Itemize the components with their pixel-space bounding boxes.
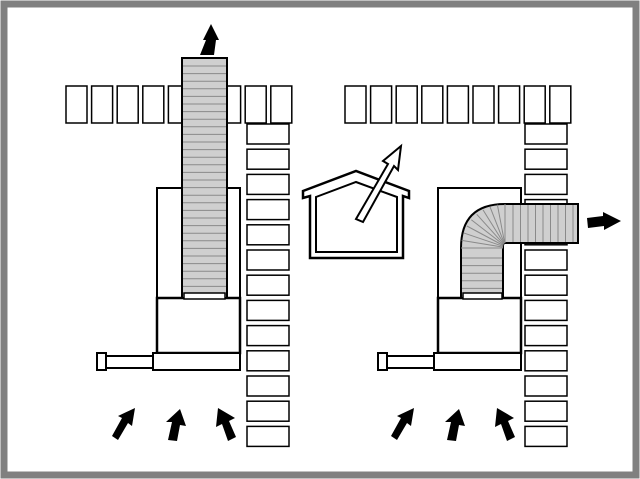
brick (246, 148, 290, 170)
brick (369, 85, 393, 124)
right-top-brick-row (344, 85, 572, 124)
brick (446, 85, 470, 124)
left-top-brick-row (65, 85, 293, 124)
left-firebox (155, 296, 242, 355)
left-wall-brick-column (246, 123, 290, 448)
duct-rib (463, 232, 504, 247)
brick (524, 375, 568, 397)
right-intake-arrow-2-icon (445, 409, 465, 441)
right-panel (344, 85, 621, 448)
house-roof-vent-icon (301, 143, 411, 260)
left-intake-pipe (99, 355, 154, 369)
brick (524, 148, 568, 170)
left-intake-cap (96, 352, 107, 371)
duct-collar (462, 292, 503, 300)
brick (497, 85, 521, 124)
brick (246, 375, 290, 397)
left-base (152, 352, 241, 371)
brick (524, 299, 568, 322)
right-intake-pipe (380, 355, 435, 369)
right-firebox (436, 296, 523, 355)
brick (270, 85, 293, 124)
left-exhaust-arrow-icon (200, 24, 219, 55)
right-bent-duct (460, 203, 579, 300)
right-intake-arrow-1-icon (391, 408, 414, 440)
duct-rib (476, 213, 505, 245)
brick (246, 400, 290, 422)
brick (246, 274, 290, 296)
brick (395, 85, 418, 124)
duct-rib (496, 204, 506, 244)
brick (524, 274, 568, 296)
brick (246, 350, 290, 372)
brick (65, 85, 88, 124)
brick (524, 249, 568, 271)
brick (344, 85, 367, 124)
left-intake-arrow-3-icon (216, 408, 236, 441)
brick (246, 249, 290, 271)
brick (421, 85, 444, 124)
brick (244, 85, 267, 124)
brick (524, 324, 568, 347)
left-intake-arrow-1-icon (112, 408, 135, 440)
brick (549, 85, 572, 124)
duct-rib (461, 239, 504, 248)
brick (142, 85, 165, 124)
right-intake-arrow-3-icon (495, 408, 515, 441)
duct-rib (489, 206, 505, 244)
brick (524, 173, 568, 196)
brick (472, 85, 495, 124)
brick (524, 400, 568, 422)
brick (246, 425, 290, 448)
brick (246, 224, 290, 246)
brick (524, 123, 568, 145)
left-vertical-duct (181, 57, 228, 300)
brick (524, 425, 568, 448)
brick (246, 198, 290, 221)
left-panel (65, 24, 293, 448)
brick (524, 350, 568, 372)
left-intake-arrow-2-icon (166, 409, 186, 441)
duct-rib (470, 219, 504, 246)
brick (523, 85, 546, 124)
brick (116, 85, 139, 124)
duct-body (181, 57, 228, 299)
brick (246, 123, 290, 145)
duct-rib (482, 209, 505, 244)
brick (246, 324, 290, 347)
brick (246, 173, 290, 196)
right-wall-brick-column (524, 123, 568, 448)
brick (246, 299, 290, 322)
duct-collar (183, 292, 226, 300)
right-exhaust-arrow-icon (587, 212, 621, 230)
duct-rib (466, 225, 504, 246)
right-base (433, 352, 522, 371)
brick (90, 85, 114, 124)
right-intake-cap (377, 352, 388, 371)
